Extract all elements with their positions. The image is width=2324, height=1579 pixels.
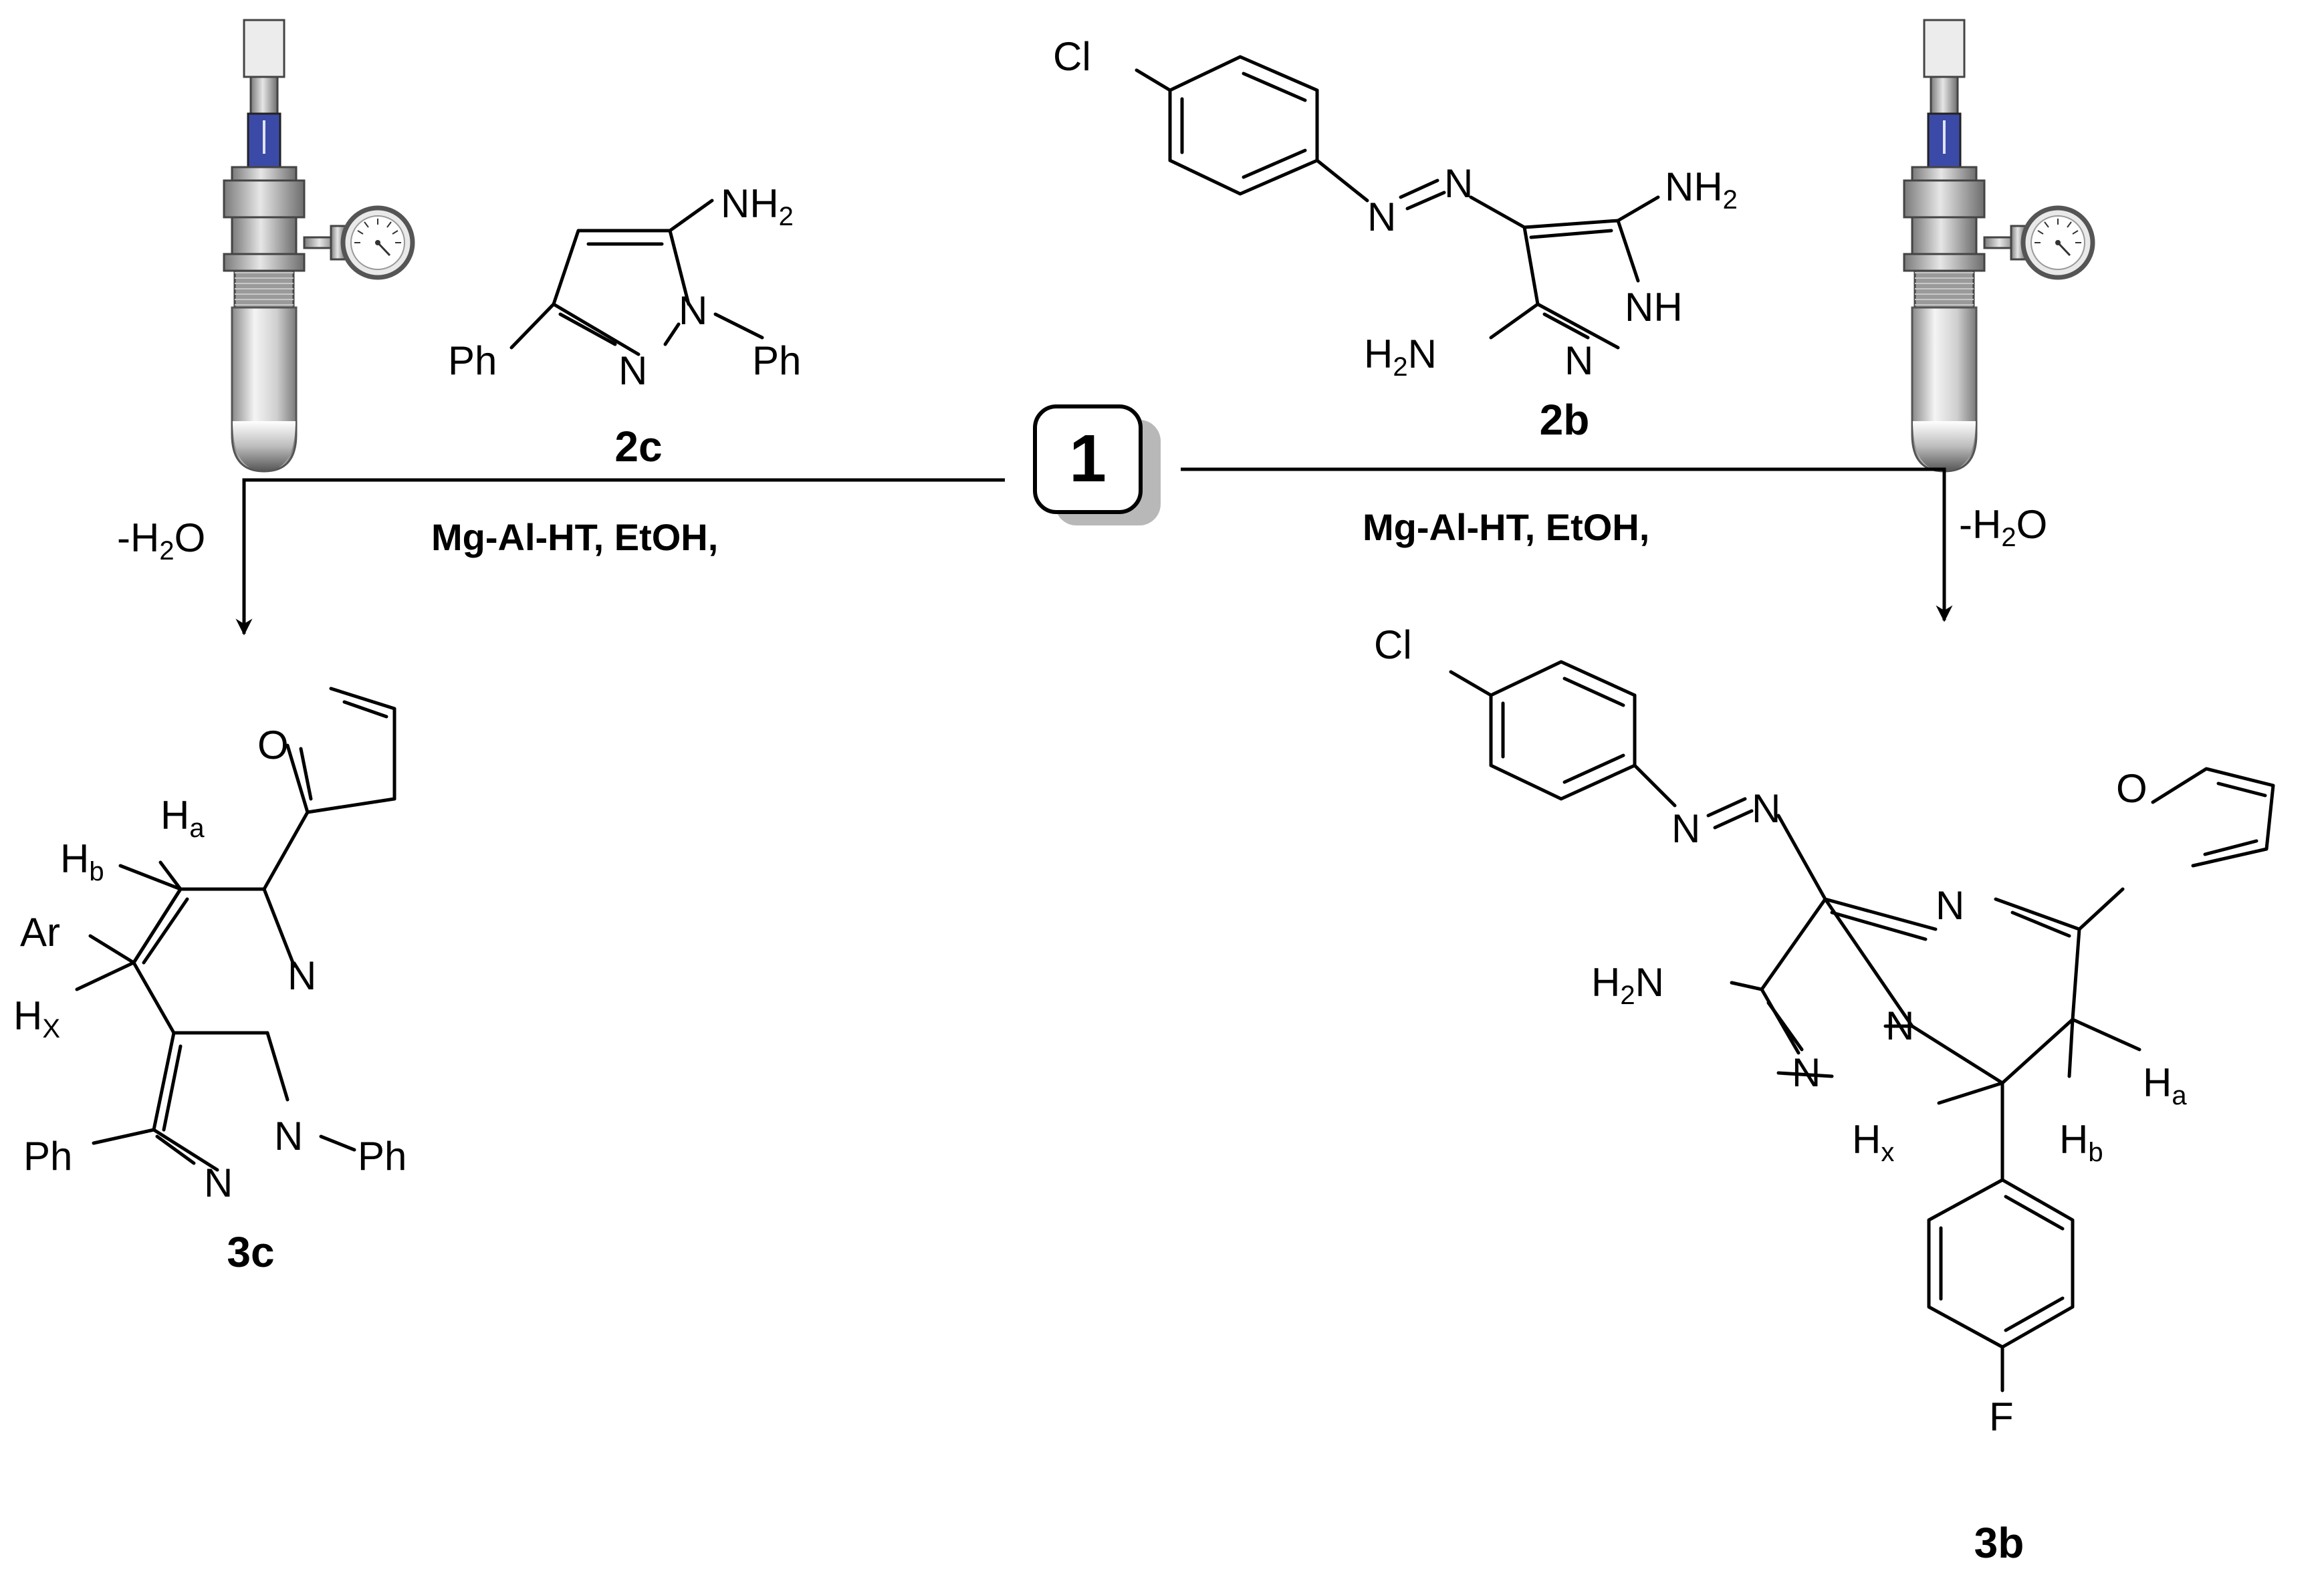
reagent-2b-nh2: NH2 bbox=[1665, 164, 1738, 215]
reagent-2c-structure: NH2 N N Ph Ph 2c bbox=[448, 181, 801, 471]
reagent-2b-azo-n2: N bbox=[1444, 161, 1473, 206]
reagent-2c-label: 2c bbox=[614, 422, 662, 471]
reagent-2c-n1: N bbox=[679, 288, 707, 333]
product-3b-structure: Cl N N N O H2N N N Ha Hx Hb F 3b bbox=[1374, 622, 2275, 1567]
product-3b-azo-n2: N bbox=[1752, 786, 1780, 831]
reagent-2b-label: 2b bbox=[1540, 396, 1590, 444]
reagent-2c-nh2: NH2 bbox=[721, 181, 794, 231]
product-3c-n2: N bbox=[204, 1161, 233, 1205]
reagent-2c-ph-left: Ph bbox=[448, 338, 497, 383]
reagent-2b-n-ring: N bbox=[1564, 338, 1593, 383]
right-byproduct: -H2O bbox=[1959, 502, 2047, 552]
product-3b-n-ring2: N bbox=[1885, 1003, 1914, 1048]
product-3b-cl: Cl bbox=[1374, 622, 1412, 667]
product-3b-n-ring1: N bbox=[1792, 1050, 1821, 1095]
product-3c-n-pyridine: N bbox=[287, 953, 316, 998]
reagent-2c-ph-right: Ph bbox=[752, 338, 801, 383]
left-byproduct: -H2O bbox=[117, 515, 205, 566]
reactant-1-label: 1 bbox=[1069, 421, 1107, 496]
product-3b-o: O bbox=[2116, 766, 2147, 811]
product-3b-ha: Ha bbox=[2143, 1060, 2187, 1110]
product-3b-hb: Hb bbox=[2059, 1117, 2103, 1167]
product-3b-hx: Hx bbox=[1852, 1117, 1894, 1167]
product-3c-ha: Ha bbox=[160, 793, 205, 843]
product-3b-n-pyrimidine: N bbox=[1936, 883, 1964, 928]
product-3b-azo-n1: N bbox=[1671, 806, 1700, 851]
left-conditions: Mg-Al-HT, EtOH, bbox=[431, 516, 718, 558]
product-3c-hx: HX bbox=[13, 993, 60, 1044]
reagent-2c-n2: N bbox=[618, 348, 647, 393]
reagent-2b-azo-n1: N bbox=[1367, 195, 1396, 239]
right-pressure-tube-icon bbox=[1904, 20, 2093, 471]
product-3c-ar: Ar bbox=[20, 910, 60, 955]
reactant-1-box: 1 bbox=[1033, 404, 1161, 525]
left-reaction-arrow bbox=[235, 478, 1005, 636]
right-reaction-arrow bbox=[1181, 467, 1953, 622]
product-3c-n1: N bbox=[274, 1114, 303, 1159]
product-3c-hb: Hb bbox=[60, 836, 104, 886]
product-3b-h2n: H2N bbox=[1591, 960, 1664, 1010]
reagent-2b-structure: Cl N N NH2 NH N H2N 2b bbox=[1053, 34, 1738, 444]
product-3b-f: F bbox=[1989, 1394, 2014, 1439]
product-3c-label: 3c bbox=[227, 1228, 274, 1276]
product-3c-ph-left: Ph bbox=[23, 1134, 72, 1179]
product-3c-structure: O Ha Hb Ar HX N N N Ph Ph 3c bbox=[13, 687, 406, 1276]
reagent-2b-nh: NH bbox=[1625, 285, 1683, 330]
left-pressure-tube-icon bbox=[224, 20, 413, 471]
right-conditions: Mg-Al-HT, EtOH, bbox=[1363, 506, 1649, 548]
product-3c-o: O bbox=[257, 723, 289, 767]
reagent-2b-cl: Cl bbox=[1053, 34, 1091, 79]
reagent-2b-h2n: H2N bbox=[1364, 332, 1437, 382]
product-3b-label: 3b bbox=[1974, 1519, 2024, 1567]
product-3c-ph-right: Ph bbox=[358, 1134, 406, 1179]
